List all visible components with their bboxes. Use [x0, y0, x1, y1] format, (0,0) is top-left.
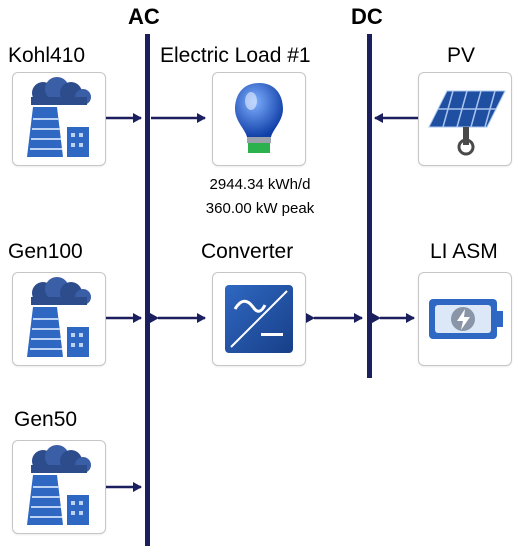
power-plant-icon — [27, 277, 91, 357]
ac-bus-label: AC — [128, 4, 160, 29]
battery-label: LI ASM — [430, 240, 498, 263]
electric-load-box[interactable] — [212, 72, 306, 166]
light-bulb-icon — [235, 83, 283, 153]
kohl410-generator-box[interactable] — [12, 72, 106, 166]
pv-label: PV — [447, 44, 476, 67]
power-plant-icon — [27, 77, 91, 157]
solar-panel-icon — [428, 90, 506, 156]
dc-bus-label: DC — [351, 4, 383, 29]
load-peak-text: 360.00 kW peak — [205, 200, 315, 217]
pv-box[interactable] — [418, 72, 512, 166]
gen50-label: Gen50 — [14, 408, 78, 431]
power-plant-icon — [27, 445, 91, 525]
converter-label: Converter — [201, 240, 294, 263]
battery-icon — [429, 299, 503, 339]
gen100-generator-box[interactable] — [12, 272, 106, 366]
ac-bus[interactable] — [145, 34, 150, 546]
gen100-label: Gen100 — [8, 240, 83, 263]
dc-bus[interactable] — [367, 34, 372, 378]
converter-box[interactable] — [212, 272, 306, 366]
load-label: Electric Load #1 — [160, 44, 311, 67]
converter-icon — [225, 285, 293, 353]
battery-box[interactable] — [418, 272, 512, 366]
gen50-generator-box[interactable] — [12, 440, 106, 534]
kohl410-label: Kohl410 — [8, 44, 86, 67]
load-energy-text: 2944.34 kWh/d — [209, 176, 311, 193]
